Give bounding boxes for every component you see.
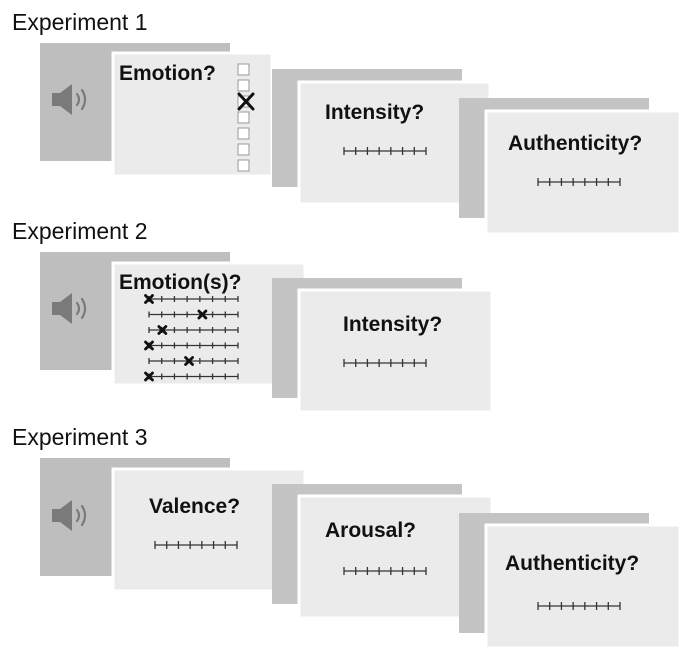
emotion-scale-row[interactable] bbox=[148, 325, 239, 335]
authenticity-question: Authenticity? bbox=[508, 132, 642, 155]
emotion-checkbox[interactable] bbox=[237, 79, 250, 92]
intensity-question: Intensity? bbox=[325, 101, 424, 124]
emotion-scale-row[interactable] bbox=[144, 294, 239, 304]
emotion-checkbox[interactable] bbox=[237, 95, 250, 108]
speaker-icon bbox=[52, 84, 87, 115]
emotion-checkbox[interactable] bbox=[237, 143, 250, 156]
emotion-scale-row[interactable] bbox=[144, 371, 239, 382]
rating-scale[interactable] bbox=[154, 541, 238, 549]
authenticity-card bbox=[484, 109, 682, 236]
emotions-question: Emotion(s)? bbox=[119, 271, 241, 294]
speaker-icon bbox=[52, 500, 87, 531]
rating-scale[interactable] bbox=[537, 602, 621, 610]
emotion-checkbox[interactable] bbox=[237, 159, 250, 172]
emotion-scale-row[interactable] bbox=[144, 340, 239, 351]
experiment-1-title: Experiment 1 bbox=[12, 9, 148, 35]
intensity-card bbox=[297, 80, 492, 206]
authenticity-question: Authenticity? bbox=[505, 552, 639, 575]
emotion-checkbox-list bbox=[237, 63, 255, 172]
scale-mark-icon bbox=[144, 340, 154, 351]
emotion-scale-list bbox=[144, 294, 239, 382]
arousal-question: Arousal? bbox=[325, 519, 416, 542]
emotion-checkbox[interactable] bbox=[237, 63, 250, 76]
intensity-card bbox=[297, 288, 494, 414]
emotion-scale-row[interactable] bbox=[148, 309, 239, 320]
scale-mark-icon bbox=[184, 356, 194, 366]
rating-scale[interactable] bbox=[537, 178, 621, 186]
emotion-scale-row[interactable] bbox=[148, 356, 239, 366]
experiment-1: Experiment 1 Emotion? Int bbox=[12, 9, 682, 236]
experiment-3-title: Experiment 3 bbox=[12, 424, 148, 450]
check-mark-icon bbox=[237, 92, 255, 111]
emotion-question: Emotion? bbox=[119, 62, 216, 85]
experiment-2: Experiment 2 Emotion(s)? Intensity? bbox=[12, 218, 494, 414]
rating-scale[interactable] bbox=[343, 567, 427, 575]
valence-question: Valence? bbox=[149, 495, 240, 518]
speaker-icon bbox=[52, 293, 87, 324]
intensity-question: Intensity? bbox=[343, 313, 442, 336]
rating-scale[interactable] bbox=[343, 359, 427, 367]
emotion-checkbox[interactable] bbox=[237, 111, 250, 124]
scale-mark-icon bbox=[157, 325, 168, 335]
authenticity-card bbox=[484, 523, 682, 650]
scale-mark-icon bbox=[144, 371, 154, 382]
experiment-3: Experiment 3 Valence? Arousal? Authentic… bbox=[12, 424, 682, 650]
rating-scale[interactable] bbox=[343, 147, 427, 155]
emotion-checkbox[interactable] bbox=[237, 127, 250, 140]
scale-mark-icon bbox=[144, 294, 154, 304]
experiment-2-title: Experiment 2 bbox=[12, 218, 148, 244]
scale-mark-icon bbox=[197, 309, 208, 320]
